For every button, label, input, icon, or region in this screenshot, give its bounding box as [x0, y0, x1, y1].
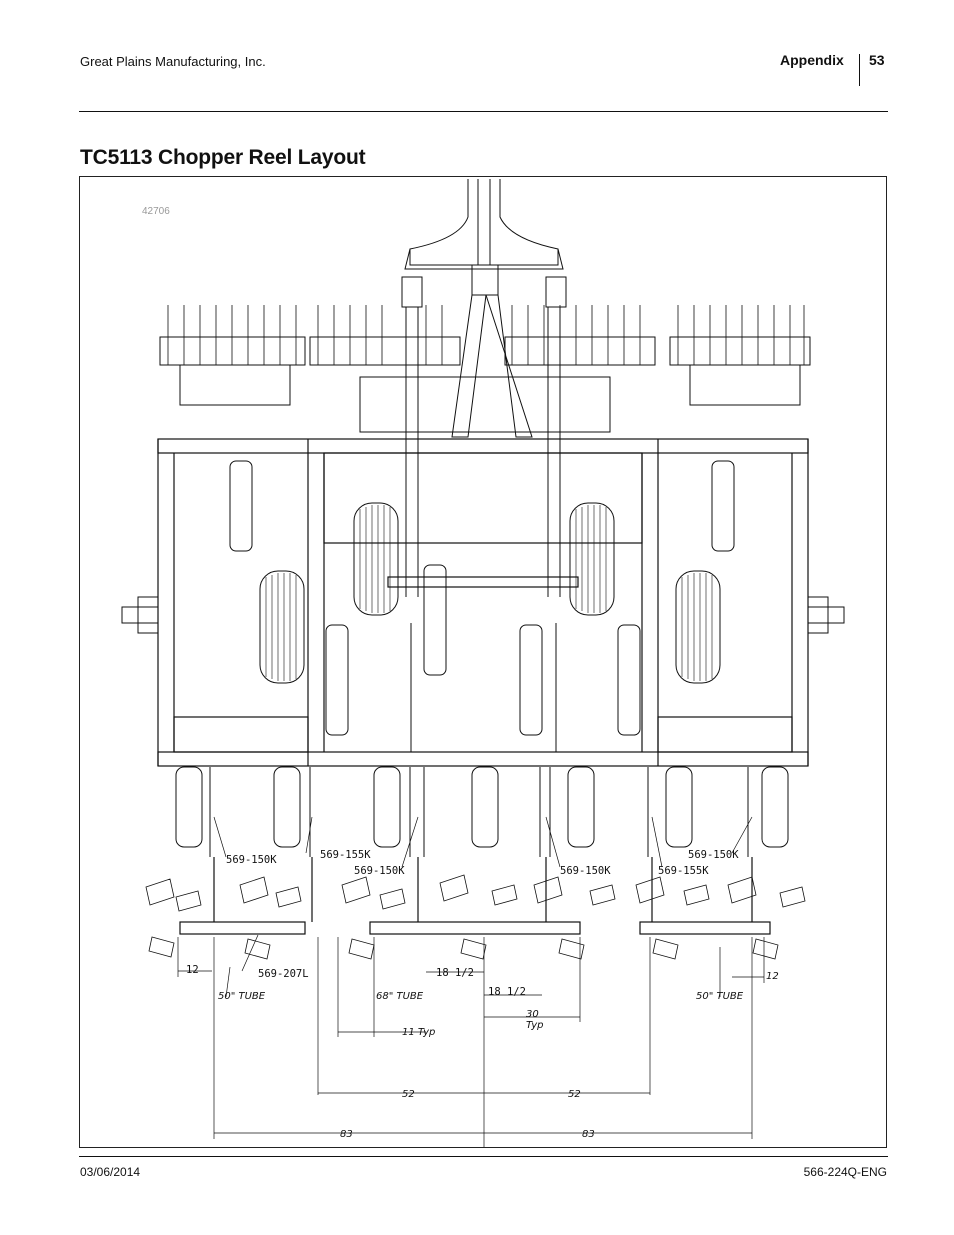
tube-right-label: 50" TUBE	[696, 991, 744, 1002]
transport-tires	[259, 502, 721, 684]
figure-id: 42706	[142, 206, 170, 217]
front-coulter-gang	[159, 336, 811, 433]
dim-83-right: 83	[582, 1129, 595, 1140]
chopper-reel-drawing: 569-150K 569-155K 569-150K 569-150K 569-…	[121, 179, 845, 1147]
callout-c1: 569-150K	[226, 854, 277, 866]
callout-c6: 569-155K	[658, 865, 709, 877]
main-frame	[157, 438, 809, 767]
dim-30-typ: Typ	[526, 1020, 544, 1031]
header-page-number: 53	[869, 52, 885, 68]
tube-center-label: 68" TUBE	[376, 991, 424, 1002]
header-section: Appendix	[780, 52, 844, 68]
footer-rule	[79, 1156, 888, 1157]
wing-hinges	[121, 596, 845, 634]
dim-30: 30	[526, 1009, 539, 1020]
footer-doc-number: 566-224Q-ENG	[803, 1165, 887, 1179]
callout-c4: 569-150K	[560, 865, 611, 877]
reel-blades	[145, 874, 806, 960]
callout-c5: 569-150K	[688, 849, 739, 861]
page-title: TC5113 Chopper Reel Layout	[80, 146, 366, 169]
header-separator	[859, 54, 860, 86]
mid-springs	[229, 460, 735, 752]
reel-tubes	[179, 857, 771, 935]
dim-18b: 18 1/2	[488, 986, 526, 998]
rear-springs	[175, 766, 789, 857]
dimensions	[177, 937, 765, 1147]
dim-18a: 18 1/2	[436, 967, 474, 979]
callout-c3: 569-150K	[354, 865, 405, 877]
header-rule	[79, 111, 888, 112]
tube-left-label: 50" TUBE	[218, 991, 266, 1002]
dim-12-right: 12	[766, 971, 779, 982]
dim-52-right: 52	[568, 1089, 581, 1100]
callout-c7: 569-207L	[258, 968, 309, 980]
coulter-blades	[167, 305, 805, 365]
dim-12-left: 12	[186, 964, 199, 976]
layout-figure: 569-150K 569-155K 569-150K 569-150K 569-…	[79, 176, 887, 1148]
dim-83-left: 83	[340, 1129, 353, 1140]
footer-date: 03/06/2014	[80, 1165, 141, 1179]
callout-c2: 569-155K	[320, 849, 371, 861]
header-company: Great Plains Manufacturing, Inc.	[80, 54, 266, 69]
hitch-tongue	[401, 264, 567, 597]
dim-11: 11 Typ	[402, 1027, 435, 1038]
hitch-fork	[404, 179, 564, 270]
callout-labels: 569-150K 569-155K 569-150K 569-150K 569-…	[186, 849, 779, 1140]
dim-52-left: 52	[402, 1089, 415, 1100]
